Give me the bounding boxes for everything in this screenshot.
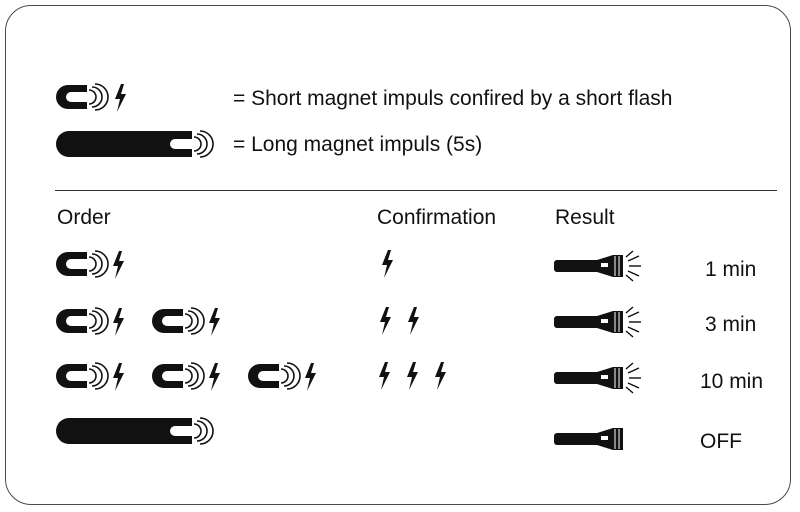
flashlight-icon: [554, 255, 623, 277]
legend-short-text: = Short magnet impuls confired by a shor…: [233, 87, 673, 110]
long-magnet-icon: [56, 130, 214, 158]
legend-long-symbol: [55, 127, 215, 161]
header-confirmation: Confirmation: [377, 206, 497, 229]
row-3-result: 10 min: [700, 370, 764, 393]
flash-icon: [209, 308, 220, 336]
row-1-confirmation: [380, 250, 408, 280]
flash-icon: [305, 363, 316, 391]
row-2-confirmation: [378, 307, 434, 337]
light-rays-icon: [625, 250, 641, 282]
flashlight-icon: [554, 428, 623, 450]
row-1-result: 1 min: [705, 258, 757, 281]
magnet-icon: [56, 307, 109, 335]
header-order: Order: [57, 206, 111, 229]
flashlight-icon: [554, 311, 623, 333]
row-3-flashlight: [553, 362, 648, 394]
row-1-order: [55, 247, 151, 281]
flash-icon: [113, 363, 124, 391]
row-1-flashlight: [553, 250, 648, 282]
flash-icon: [380, 307, 391, 335]
magnet-icon: [56, 362, 109, 390]
light-rays-icon: [625, 362, 641, 394]
row-3-confirmation: [377, 362, 461, 392]
header-result: Result: [555, 206, 615, 229]
magnet-icon: [152, 307, 205, 335]
flash-icon: [115, 84, 126, 112]
row-3-order: [55, 359, 343, 393]
flash-icon: [408, 307, 419, 335]
divider: [55, 190, 777, 191]
flash-icon: [113, 251, 124, 279]
magnet-icon: [56, 83, 109, 111]
flashlight-icon: [554, 367, 623, 389]
legend-short-symbol: [55, 80, 135, 114]
light-rays-icon: [625, 306, 641, 338]
magnet-icon: [56, 250, 109, 278]
row-4-confirmation: [378, 418, 406, 448]
row-4-flashlight: [553, 425, 648, 453]
row-2-order: [55, 304, 247, 338]
flash-icon: [382, 250, 393, 278]
flash-icon: [407, 362, 418, 390]
row-2-flashlight: [553, 306, 648, 338]
row-4-result: OFF: [700, 430, 742, 453]
long-magnet-icon: [56, 417, 214, 445]
magnet-icon: [248, 362, 301, 390]
flash-icon: [209, 363, 220, 391]
flash-icon: [379, 362, 390, 390]
flash-icon: [113, 308, 124, 336]
flash-icon: [435, 362, 446, 390]
row-4-order: [55, 414, 215, 448]
magnet-icon: [152, 362, 205, 390]
row-2-result: 3 min: [705, 313, 757, 336]
legend-long-text: = Long magnet impuls (5s): [233, 133, 483, 156]
